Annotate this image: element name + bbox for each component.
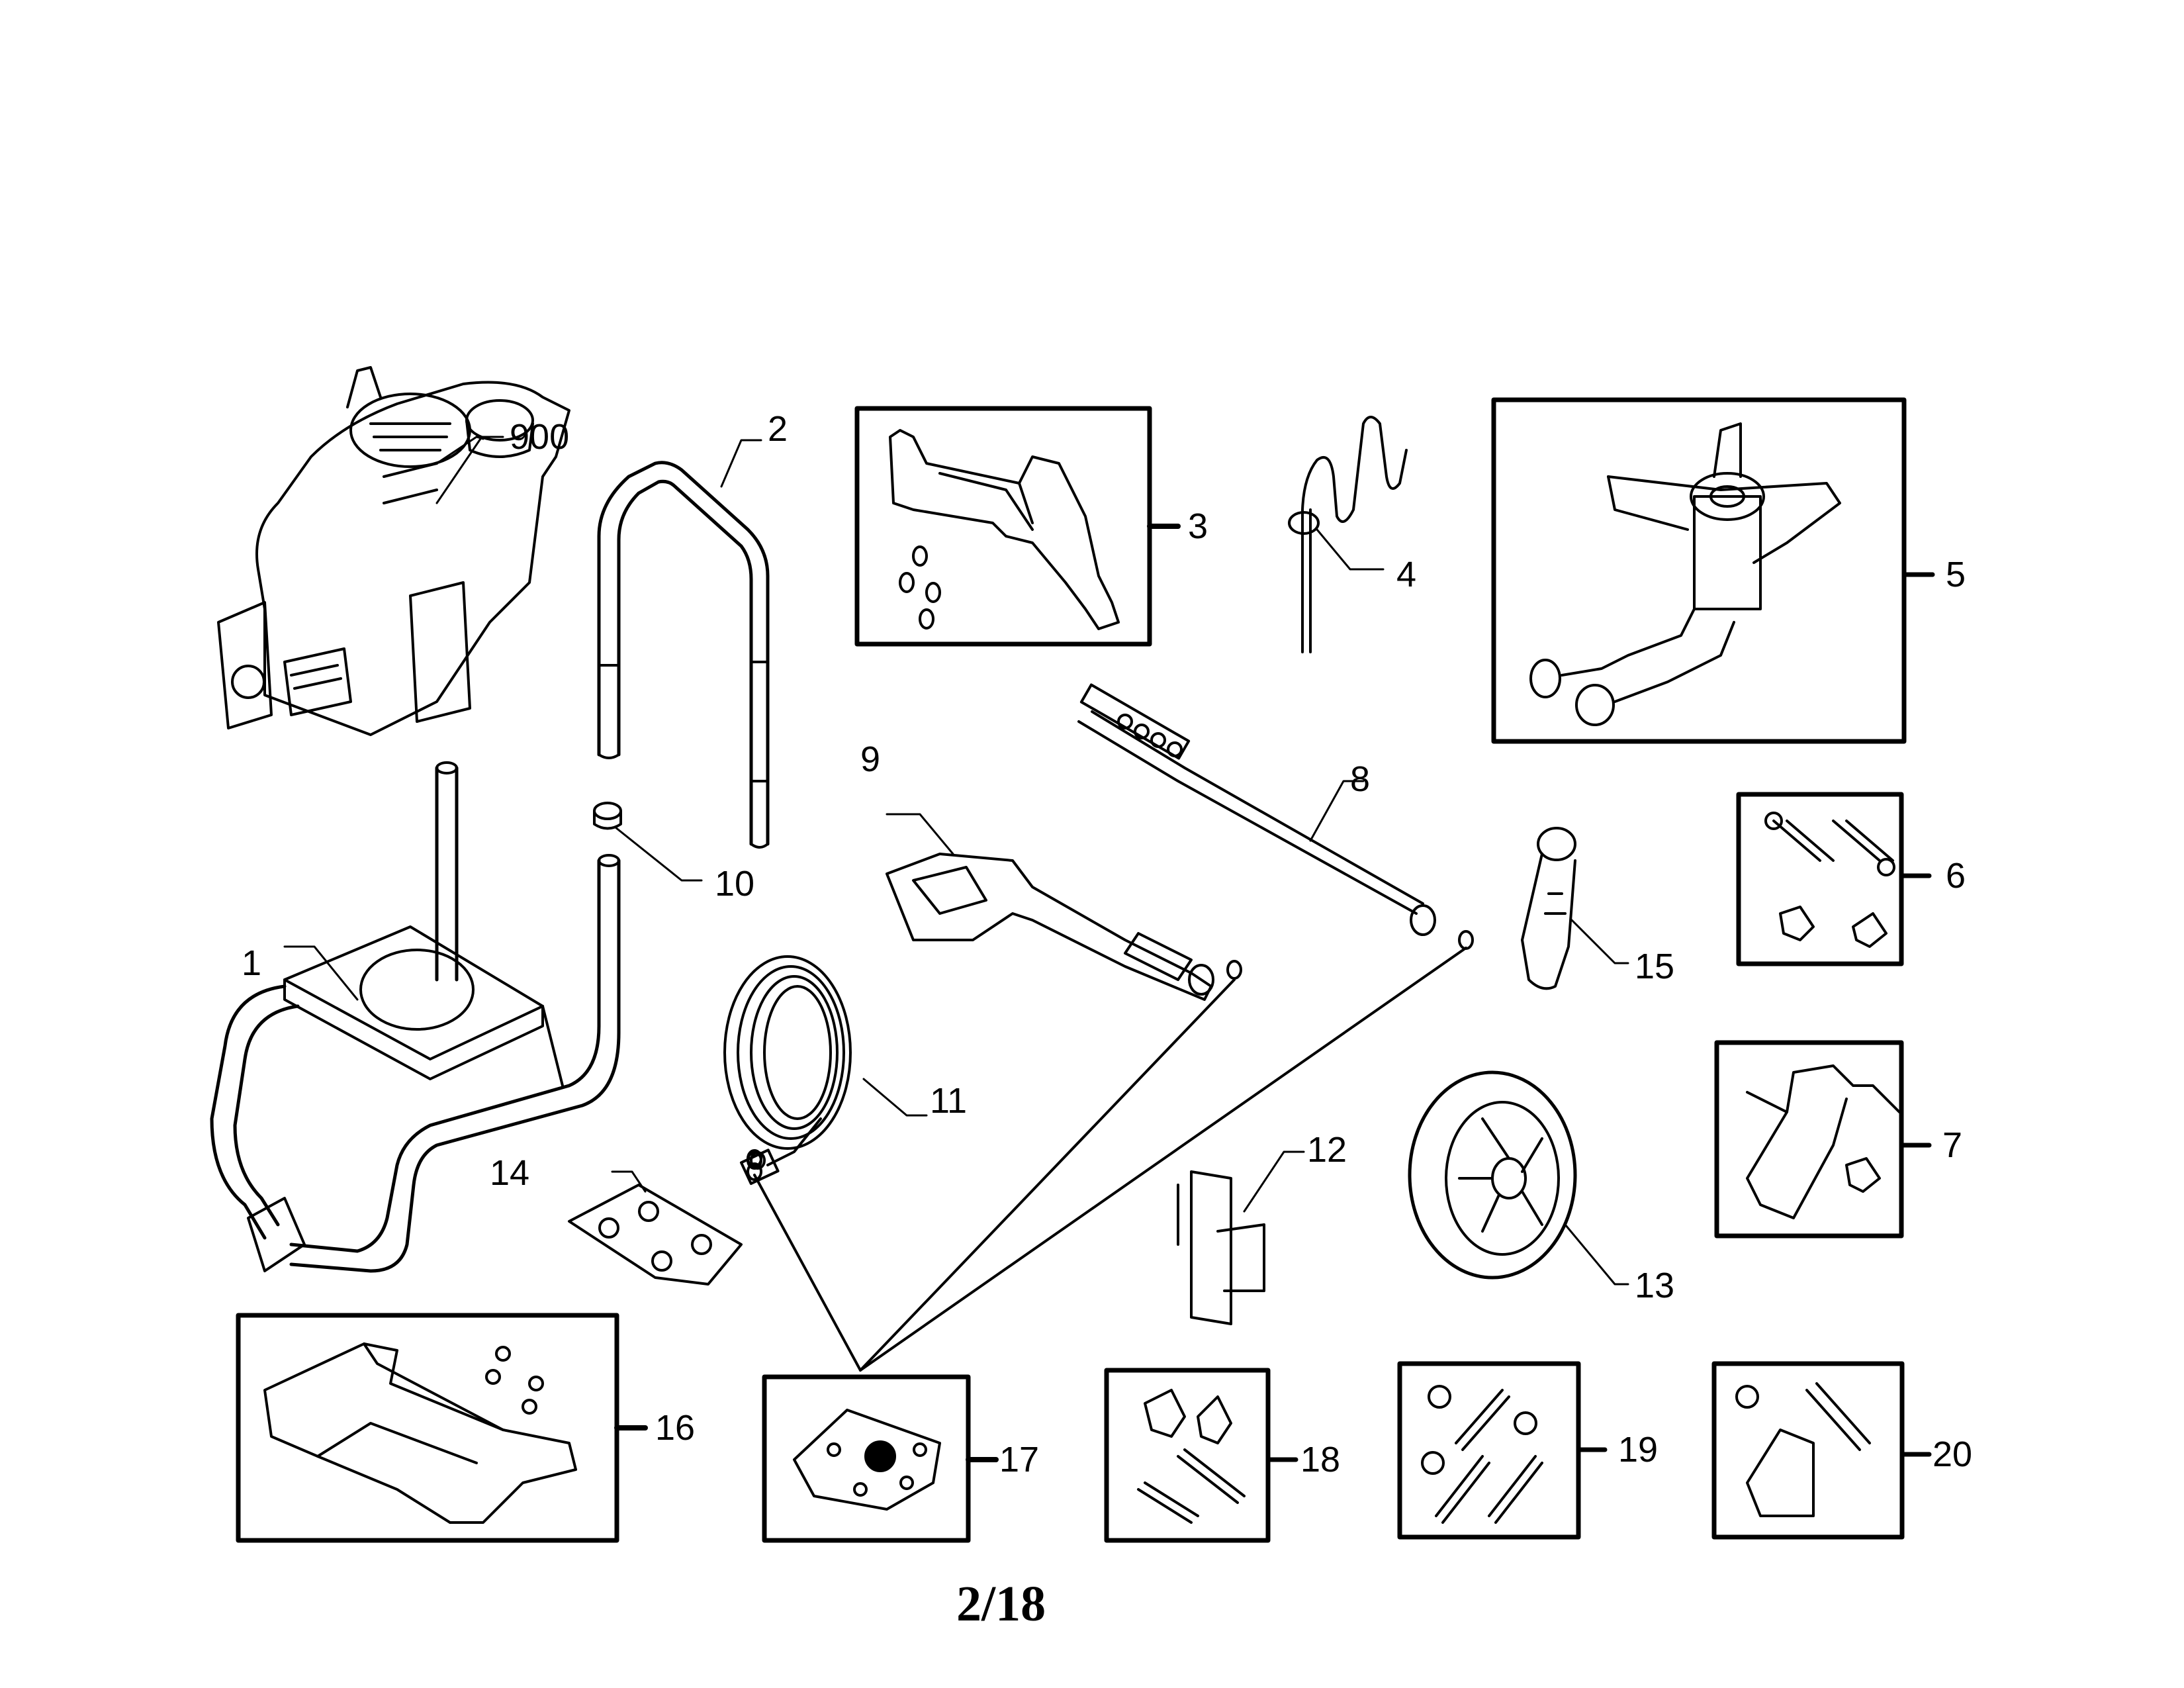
box-3 bbox=[854, 406, 1181, 647]
part-label-17: 17 bbox=[999, 1440, 1040, 1479]
part-label-2: 2 bbox=[768, 409, 788, 449]
nozzle-kit-drawing bbox=[568, 1170, 743, 1286]
part-label-14: 14 bbox=[490, 1153, 530, 1193]
part-label-12: 12 bbox=[1307, 1130, 1347, 1170]
strap-drawing bbox=[1521, 827, 1629, 990]
part-label-10: 10 bbox=[715, 864, 755, 904]
box-17 bbox=[762, 1374, 999, 1543]
box-18 bbox=[1104, 1368, 1298, 1543]
part-label-11: 11 bbox=[930, 1081, 968, 1121]
part-label-5: 5 bbox=[1946, 555, 1966, 594]
part-label-7: 7 bbox=[1942, 1125, 1963, 1165]
part-label-6: 6 bbox=[1946, 856, 1966, 896]
box-16 bbox=[236, 1313, 648, 1543]
frame-drawing bbox=[210, 761, 621, 1273]
box-19 bbox=[1397, 1361, 1608, 1540]
box-6 bbox=[1736, 792, 1932, 966]
part-label-15: 15 bbox=[1635, 947, 1675, 986]
part-label-3: 3 bbox=[1188, 506, 1208, 546]
part-label-900: 900 bbox=[510, 417, 570, 457]
page-number: 2/18 bbox=[956, 1576, 1046, 1632]
part-label-18: 18 bbox=[1300, 1440, 1341, 1479]
part-label-8: 8 bbox=[1350, 759, 1371, 799]
part-label-16: 16 bbox=[655, 1408, 696, 1448]
cap-drawing bbox=[593, 802, 703, 882]
part-label-4: 4 bbox=[1396, 555, 1417, 594]
box-20 bbox=[1711, 1361, 1932, 1540]
holder-drawing bbox=[1177, 1150, 1305, 1325]
part-label-13: 13 bbox=[1635, 1266, 1675, 1305]
box-5 bbox=[1491, 397, 1935, 744]
leader-900 bbox=[435, 436, 504, 504]
gun-drawing bbox=[886, 813, 1242, 1001]
engine-drawing bbox=[217, 366, 570, 736]
part-label-19: 19 bbox=[1618, 1430, 1659, 1470]
wand-drawing bbox=[1077, 683, 1474, 950]
part-label-9: 9 bbox=[860, 739, 881, 779]
part-label-20: 20 bbox=[1933, 1434, 1973, 1474]
part-label-1: 1 bbox=[242, 943, 262, 983]
o-ring-leaders bbox=[753, 947, 1467, 1372]
handle-drawing bbox=[597, 439, 770, 849]
dipstick-drawing bbox=[1288, 416, 1408, 653]
hose-drawing bbox=[723, 955, 928, 1186]
box-7 bbox=[1714, 1040, 1932, 1239]
wheel-drawing bbox=[1408, 1070, 1629, 1286]
